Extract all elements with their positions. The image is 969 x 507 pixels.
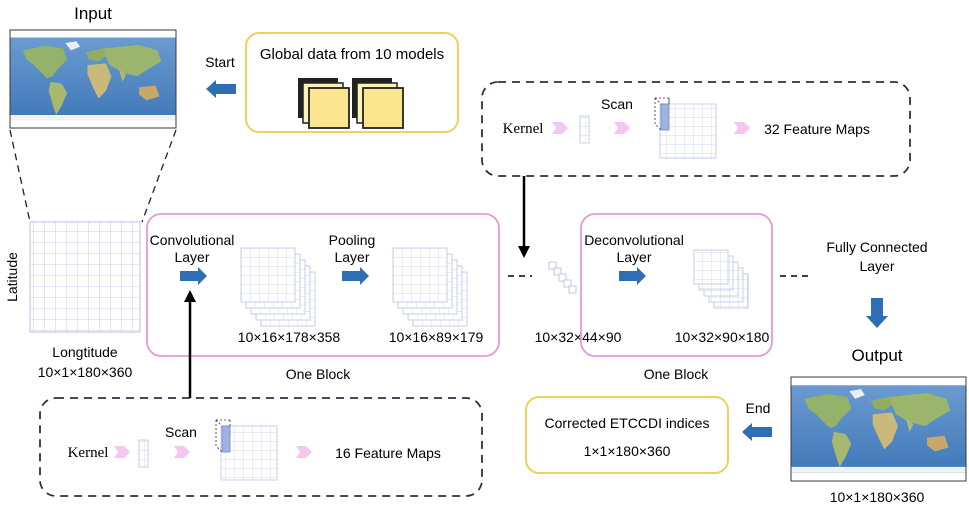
start-arrow-icon xyxy=(206,80,236,98)
top-scan-grid xyxy=(654,97,717,159)
model-stack-icon-1 xyxy=(298,78,350,129)
fc-down-arrow-icon xyxy=(866,298,888,328)
start-label: Start xyxy=(205,54,235,70)
deconv-label-line1: Deconvolutional xyxy=(584,232,684,248)
bottom-up-arrow-icon xyxy=(184,290,196,302)
input-title: Input xyxy=(74,4,112,23)
middle-feature-stack xyxy=(548,261,577,294)
output-title: Output xyxy=(851,346,902,365)
conv-dims: 10×16×178×358 xyxy=(238,329,341,345)
bottom-scan-box xyxy=(39,397,483,497)
block2-caption: One Block xyxy=(644,366,710,382)
bottom-scan-label: Scan xyxy=(165,424,197,440)
top-result-arrow-icon xyxy=(734,122,750,134)
deconv-label-line2: Layer xyxy=(616,249,651,265)
middle-dims: 10×32×44×90 xyxy=(535,329,622,345)
conv-arrow-icon xyxy=(180,267,207,285)
pool-label-line1: Pooling xyxy=(329,232,376,248)
bottom-kernel-arrow-icon xyxy=(114,446,130,458)
top-kernel-arrow-icon xyxy=(552,122,568,134)
output-dims: 10×1×180×360 xyxy=(830,489,925,505)
block1-box xyxy=(146,213,500,357)
zoom-line-left xyxy=(9,129,31,223)
end-label: End xyxy=(746,400,771,416)
deconv-feature-stack xyxy=(693,249,749,309)
pool-feature-stack xyxy=(392,247,468,327)
zoom-line-right xyxy=(141,129,177,223)
top-result-label: 32 Feature Maps xyxy=(764,121,870,137)
pool-arrow-icon xyxy=(342,267,369,285)
end-box-dims: 1×1×180×360 xyxy=(584,443,671,459)
end-box-title: Corrected ETCCDI indices xyxy=(545,415,710,431)
longtitude-label: Longtitude xyxy=(52,344,118,360)
input-world-map xyxy=(9,29,177,129)
pool-label-line2: Layer xyxy=(334,249,369,265)
model-stack-icon-2 xyxy=(352,78,404,129)
conv-label-line2: Layer xyxy=(174,249,209,265)
conv-feature-stack xyxy=(240,247,316,327)
input-grid xyxy=(29,221,141,333)
bottom-scan-arrow-icon xyxy=(174,446,190,458)
top-down-arrow-icon xyxy=(518,246,530,258)
latitude-label: Latitude xyxy=(4,252,20,302)
top-scan-box xyxy=(481,81,911,177)
bottom-result-arrow-icon xyxy=(296,446,312,458)
block2-box xyxy=(580,213,773,357)
fc-label-line1: Fully Connected xyxy=(826,239,927,255)
bottom-result-label: 16 Feature Maps xyxy=(335,445,441,461)
bottom-scan-grid xyxy=(215,419,278,481)
top-scan-label: Scan xyxy=(601,96,633,112)
fc-label-line2: Layer xyxy=(859,258,894,274)
top-scan-arrow-icon xyxy=(614,122,630,134)
end-arrow-icon xyxy=(742,423,772,441)
input-dims: 10×1×180×360 xyxy=(38,364,133,380)
bottom-kernel-icon xyxy=(138,439,149,468)
output-world-map xyxy=(790,376,967,482)
top-kernel-icon xyxy=(579,115,590,144)
pool-dims: 10×16×89×179 xyxy=(389,329,484,345)
bottom-kernel-label: Kernel xyxy=(68,445,109,461)
models-box-title: Global data from 10 models xyxy=(260,46,444,63)
block1-caption: One Block xyxy=(286,366,352,382)
end-box xyxy=(525,396,729,474)
deconv-arrow-icon xyxy=(619,267,646,285)
block2-dims: 10×32×90×180 xyxy=(675,329,770,345)
conv-label-line1: Convolutional xyxy=(150,232,235,248)
top-kernel-label: Kernel xyxy=(503,121,544,137)
